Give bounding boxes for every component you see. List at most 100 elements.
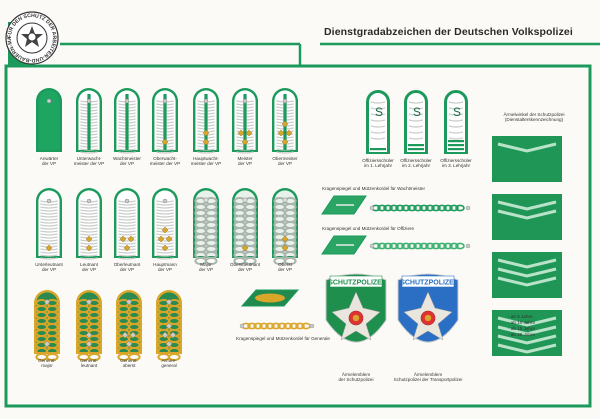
board-3: [114, 88, 140, 154]
rank-star-icon: [123, 244, 131, 252]
service-legend-3: - ab 15 Jahre: [508, 326, 536, 331]
rank-star-icon: [125, 340, 133, 348]
rank-star-icon: [281, 244, 289, 252]
general-label-4: Armee- general: [161, 358, 177, 369]
student-board-1: S: [366, 90, 390, 154]
general-label-2: General- leutnant: [80, 358, 98, 369]
rank-star-icon: [237, 129, 245, 137]
rank-star-icon: [43, 340, 51, 348]
rank-star-icon: [165, 322, 173, 330]
board-2: [76, 88, 102, 154]
cord-offiziere: [369, 242, 471, 250]
student-label-1: Offiziersschüler im 1. Lehrjahr: [362, 158, 394, 169]
board-row2-6: [232, 188, 258, 265]
rank-star-icon: [161, 138, 169, 146]
rank-star-icon: [85, 331, 93, 339]
general-label-3: General- oberst: [120, 358, 138, 369]
board-row2-2: [76, 188, 102, 260]
rank-star-icon: [85, 235, 93, 243]
arm-patch-label-1: Ärmelemblem der Schutzpolizei: [338, 372, 374, 383]
board-6: [232, 88, 258, 154]
board-general-3: [116, 290, 142, 361]
service-heading: Ärmelwinkel der Schutzpolizei (Dienstalt…: [503, 112, 565, 123]
svg-text:S: S: [453, 105, 461, 119]
rank-star-icon: [85, 340, 93, 348]
rank-star-icon: [161, 331, 169, 339]
board-general-4: [156, 290, 182, 361]
rank-star-icon: [157, 235, 165, 243]
rank-star-icon: [119, 235, 127, 243]
service-chevron-3: [492, 252, 562, 298]
rank-star-icon: [281, 235, 289, 243]
arm-patch-banner-2: SCHUTZPOLIZEI: [400, 280, 456, 287]
collar-label-generale: Kragenspiegel und Mützenkordel für Gener…: [236, 336, 330, 341]
service-legend-1: - ab 5 Jahre: [508, 314, 533, 319]
service-chevron-1: [492, 136, 562, 182]
rank-star-icon: [121, 331, 129, 339]
collar-patch-offiziere: [321, 235, 367, 255]
rank-star-icon: [281, 138, 289, 146]
rank-star-icon: [277, 129, 285, 137]
student-label-3: Offiziersschüler im 3. Lehrjahr: [440, 158, 472, 169]
rank-star-icon: [85, 244, 93, 252]
collar-label-offiziere: Kragenspiegel und Mützenkordel für Offiz…: [322, 226, 415, 231]
rank-star-icon: [202, 138, 210, 146]
board-row2-1: [36, 188, 62, 260]
rank-star-icon: [245, 129, 253, 137]
arm-patch-2: SCHUTZPOLIZEI: [397, 273, 459, 343]
arm-patch-banner-1: SCHUTZPOLIZEI: [328, 280, 384, 287]
service-legend-2: - ab 10 Jahre: [508, 320, 536, 325]
board-row2-label-2: Leutnant der VP: [80, 262, 98, 273]
student-label-2: Offiziersschüler im 2. Lehrjahr: [400, 158, 432, 169]
svg-text:S: S: [375, 105, 383, 119]
collar-patch-wachtmeister: [321, 195, 367, 215]
rank-star-icon: [281, 120, 289, 128]
student-board-2: S: [404, 90, 428, 154]
rank-star-icon: [129, 331, 137, 339]
board-row2-label-6: Oberstleutnant der VP: [229, 262, 261, 273]
board-general-1: [34, 290, 60, 361]
board-row2-label-7: Oberst der VP: [277, 262, 293, 273]
board-label-7: Obermeister der VP: [272, 156, 298, 167]
rank-star-icon: [285, 129, 293, 137]
svg-text:S: S: [413, 105, 421, 119]
rank-star-icon: [161, 226, 169, 234]
board-row2-3: [114, 188, 140, 260]
rank-star-icon: [202, 129, 210, 137]
board-label-6: Meister der VP: [237, 156, 253, 167]
board-label-5: Hauptwacht- meister der VP: [190, 156, 222, 167]
rank-star-icon: [165, 235, 173, 243]
board-4: [152, 88, 178, 154]
rank-star-icon: [127, 235, 135, 243]
collar-patch-generale: [240, 289, 300, 307]
board-row2-label-4: Hauptmann der VP: [153, 262, 177, 273]
service-chevron-2: [492, 194, 562, 240]
service-chevron-4: [492, 310, 562, 356]
poster-title: Dienstgradabzeichen der Deutschen Volksp…: [324, 26, 573, 38]
collar-label-wachtmeister: Kragenspiegel und Mützenkordel für Wacht…: [322, 186, 425, 191]
rank-star-icon: [241, 244, 249, 252]
board-row2-5: [193, 188, 219, 265]
board-row2-label-5: Major der VP: [198, 262, 214, 273]
rank-star-icon: [161, 244, 169, 252]
board-label-2: Unterwacht- meister der VP: [73, 156, 105, 167]
board-general-2: [76, 290, 102, 361]
board-row2-label-1: Unterleutnant der VP: [35, 262, 63, 273]
board-row2-7: [272, 188, 298, 265]
arm-patch-1: SCHUTZPOLIZEI: [325, 273, 387, 343]
arm-patch-label-2: Ärmelemblem Schutzpolizei der Transportp…: [393, 372, 463, 383]
general-label-1: General- major: [38, 358, 56, 369]
rank-star-icon: [241, 138, 249, 146]
rank-star-icon: [45, 244, 53, 252]
cord-generale: [239, 322, 315, 330]
rank-star-icon: [169, 331, 177, 339]
green-frame: [4, 64, 592, 408]
board-row2-label-3: Oberleutnant der VP: [113, 262, 141, 273]
cord-wachtmeister: [369, 204, 471, 212]
board-5: [193, 88, 219, 154]
board-label-4: Oberwacht- meister der VP: [149, 156, 181, 167]
board-1: [36, 88, 62, 152]
service-legend-4: - ab 20 Jahre: [508, 332, 536, 337]
